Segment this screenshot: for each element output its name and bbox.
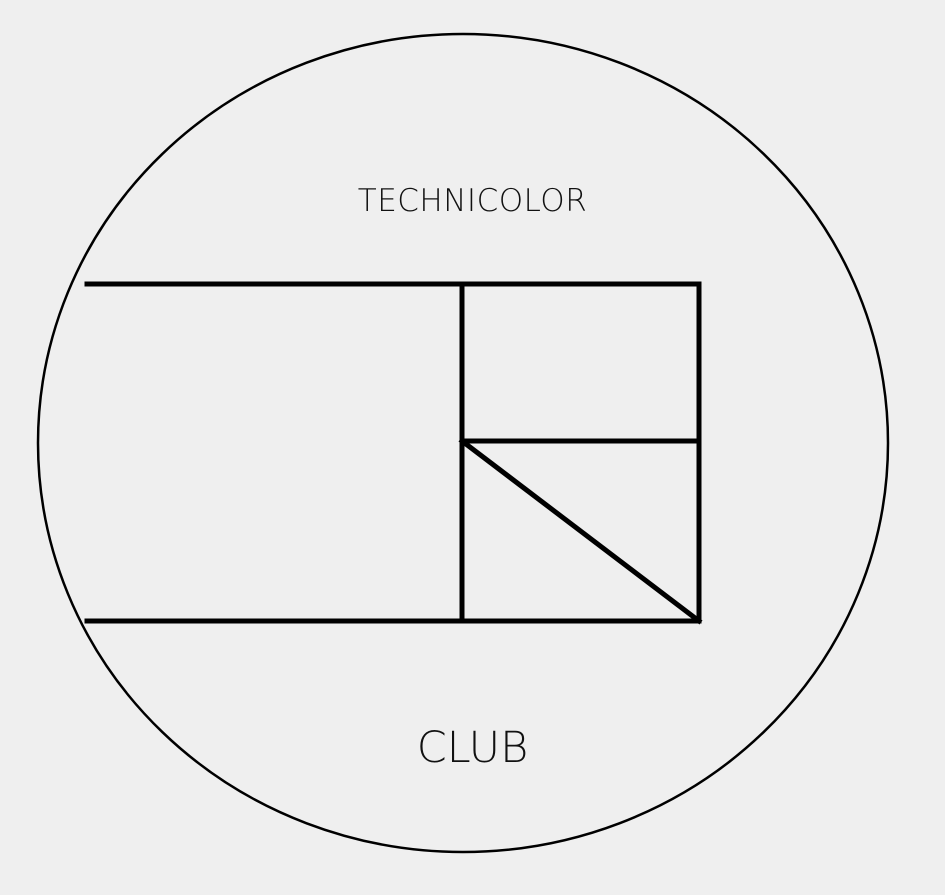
- logo-title-technicolor: TECHNICOLOR: [357, 183, 588, 219]
- logo-subtitle-club: CLUB: [416, 723, 529, 773]
- rectangle-grid-with-diagonal-icon: [84, 281, 703, 625]
- diagonal-line: [458, 437, 703, 625]
- outer-circle: [36, 32, 890, 854]
